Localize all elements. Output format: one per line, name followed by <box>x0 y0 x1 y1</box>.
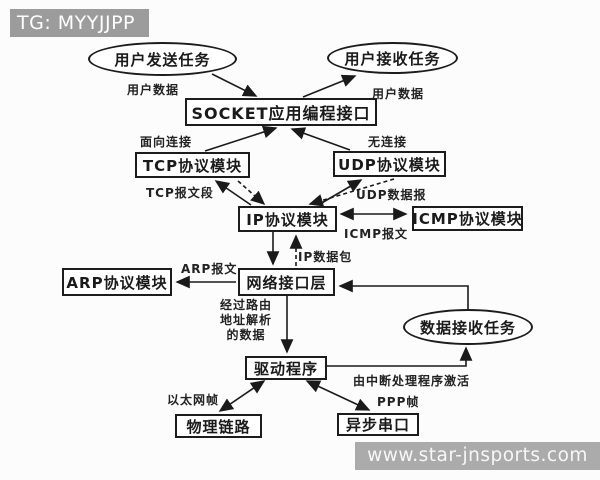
edge-label-ethernet-frame: 以太网帧 <box>167 393 220 407</box>
edge-label-ppp-frame: PPP帧 <box>377 395 420 409</box>
node-label: 网络接口层 <box>246 273 327 292</box>
header-tag-banner: TG: MYYJJPP <box>10 9 149 37</box>
node-label: UDP协议模块 <box>338 155 441 174</box>
node-label: 异步串口 <box>345 416 410 434</box>
node-label: 数据接收任务 <box>419 318 516 337</box>
arrow-driver-serial-bidirectional <box>305 380 371 411</box>
node-udp-module: UDP协议模块 <box>333 151 446 177</box>
node-icmp-module: ICMP协议模块 <box>412 206 523 231</box>
edge-label-line: 经过路由 <box>219 298 272 312</box>
edge-label-routed-resolved-data: 经过路由 地址解析 的数据 <box>216 298 276 343</box>
node-label: ARP协议模块 <box>66 273 168 292</box>
node-ip-module: IP协议模块 <box>238 206 337 232</box>
arrow-driver-to-datarecv <box>327 346 473 367</box>
node-label: TCP协议模块 <box>142 156 243 175</box>
node-label: 驱动程序 <box>253 359 318 378</box>
node-socket-api: SOCKET应用编程接口 <box>185 98 377 126</box>
node-label: IP协议模块 <box>246 210 329 229</box>
node-user-send-task: 用户发送任务 <box>88 42 237 76</box>
arrow-datarecv-to-netif <box>338 279 469 309</box>
edge-label-arp-message: ARP报文 <box>181 262 238 276</box>
arrow-ip-to-tcp <box>214 180 252 206</box>
edge-label-line: 的数据 <box>226 328 266 342</box>
edge-label-user-data-right: 用户数据 <box>372 87 425 101</box>
watermark-banner: www.star-jnsports.com <box>355 442 600 470</box>
node-user-receive-task: 用户接收任务 <box>327 42 458 74</box>
node-label: 物理链路 <box>186 417 251 436</box>
node-network-interface-layer: 网络接口层 <box>238 268 335 296</box>
edge-label-connectionless: 无连接 <box>368 135 408 149</box>
arrow-socket-to-recvtask <box>302 74 357 98</box>
node-label: 用户发送任务 <box>114 50 211 69</box>
node-physical-link: 物理链路 <box>175 414 262 438</box>
arrow-ip-to-udp <box>319 179 363 205</box>
edge-label-tcp-segment: TCP报文段 <box>146 186 214 200</box>
arrow-udp-to-socket <box>290 127 351 151</box>
arrow-sendtask-to-socket <box>211 73 258 97</box>
arrow-tcp-to-socket <box>204 125 278 152</box>
arrow-driver-phys-bidirectional <box>218 380 266 412</box>
arrow-udp-to-ip-dashed <box>308 178 395 207</box>
edge-label-udp-datagram: UDP数据报 <box>356 188 427 202</box>
edge-label-line: 地址解析 <box>219 313 272 327</box>
edge-label-icmp-message: ICMP报文 <box>344 227 409 241</box>
node-driver: 驱动程序 <box>245 356 327 380</box>
node-tcp-module: TCP协议模块 <box>135 152 250 178</box>
edge-label-user-data-left: 用户数据 <box>127 83 180 97</box>
node-label: SOCKET应用编程接口 <box>191 104 371 123</box>
edge-label-ip-packet: IP数据包 <box>298 250 353 264</box>
node-label: 用户接收任务 <box>344 49 441 68</box>
node-label: ICMP协议模块 <box>412 210 523 228</box>
edge-label-interrupt-activated: 由中断处理程序激活 <box>353 374 471 388</box>
node-async-serial-port: 异步串口 <box>337 413 419 436</box>
edge-label-connection-oriented: 面向连接 <box>140 135 193 149</box>
node-data-receive-task: 数据接收任务 <box>403 309 533 345</box>
node-arp-module: ARP协议模块 <box>62 268 172 296</box>
arrow-tcp-to-ip-dashed <box>237 180 266 206</box>
